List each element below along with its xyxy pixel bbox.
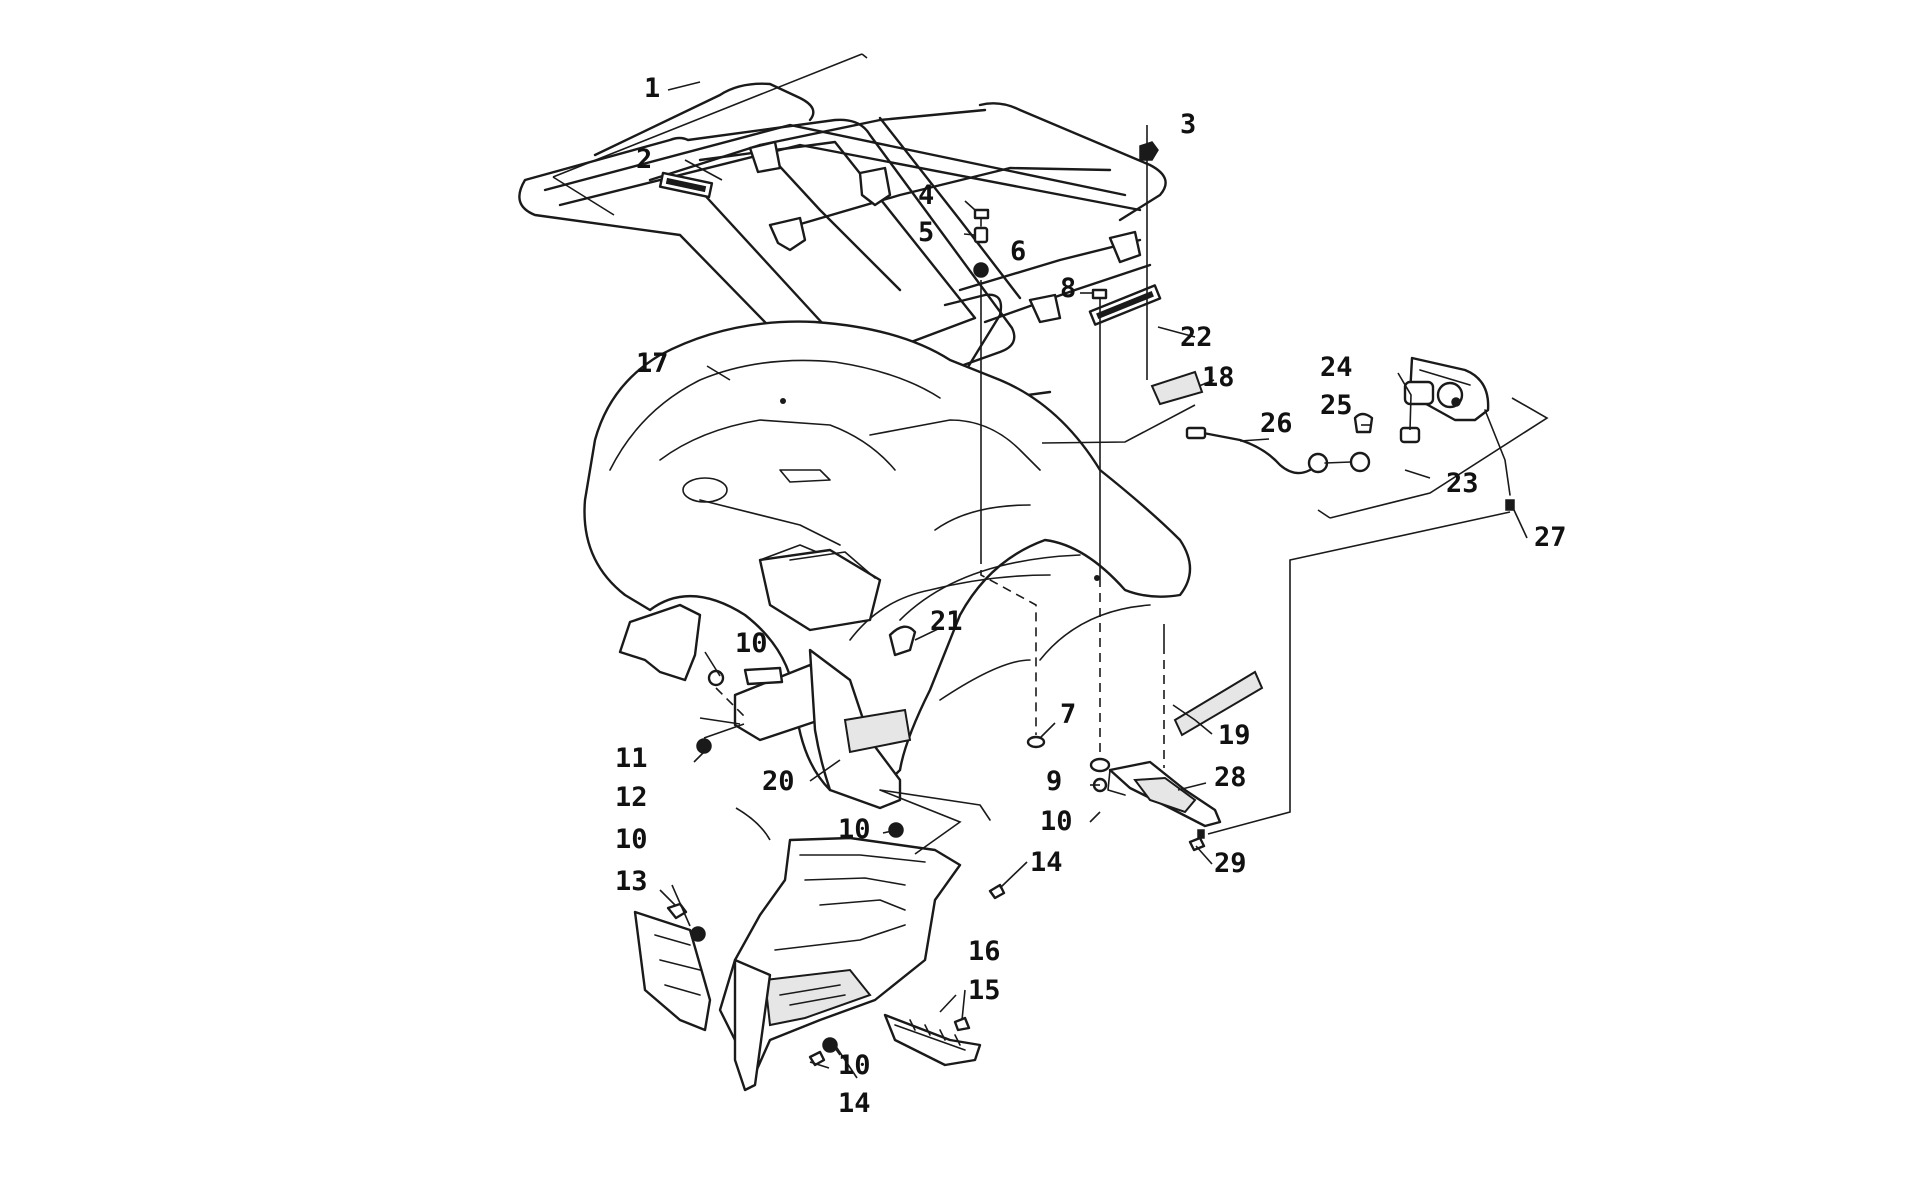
callout-15: 15	[968, 975, 1001, 1006]
callout-10d: 10	[615, 824, 648, 855]
hardware	[666, 141, 1206, 1067]
callout-14a: 14	[1030, 847, 1063, 878]
callout-20: 20	[762, 766, 795, 797]
callout-1: 1	[644, 73, 660, 104]
callout-10b: 10	[1040, 806, 1073, 837]
rear-fender	[583, 320, 1192, 821]
callout-14b: 14	[838, 1088, 871, 1119]
callout-22: 22	[1180, 322, 1213, 353]
callout-10c: 10	[838, 814, 871, 845]
callout-23: 23	[1446, 468, 1479, 499]
callout-11: 11	[615, 743, 648, 774]
decal-18	[1150, 370, 1204, 406]
callout-labels: 1 2 3 4 5 6 7 8 9 10 10 10 10 10 11 12 1…	[615, 73, 1567, 1119]
step-plate	[883, 1013, 982, 1067]
callout-5: 5	[918, 217, 934, 248]
reflector-bracket	[1107, 760, 1222, 839]
callout-8: 8	[1060, 273, 1076, 304]
callout-10a: 10	[735, 628, 768, 659]
callout-24: 24	[1320, 352, 1353, 383]
callout-25: 25	[1320, 390, 1353, 421]
tail-light-assembly	[1185, 356, 1515, 511]
callout-26: 26	[1260, 408, 1293, 439]
callout-6: 6	[1010, 236, 1026, 267]
callout-18: 18	[1202, 362, 1235, 393]
callout-2: 2	[636, 144, 652, 175]
callout-4: 4	[918, 180, 934, 211]
callout-12: 12	[615, 782, 648, 813]
callout-29: 29	[1214, 848, 1247, 879]
callout-28: 28	[1214, 762, 1247, 793]
callout-27: 27	[1534, 522, 1567, 553]
callout-21: 21	[930, 606, 963, 637]
callout-3: 3	[1180, 109, 1196, 140]
footwell-left	[633, 836, 962, 1092]
callout-16: 16	[968, 936, 1001, 967]
callout-17: 17	[636, 348, 669, 379]
callout-7: 7	[1060, 699, 1076, 730]
callout-10e: 10	[838, 1050, 871, 1081]
leader-lines	[552, 53, 1549, 1079]
decal-19	[1173, 670, 1264, 737]
callout-13: 13	[615, 866, 648, 897]
callout-19: 19	[1218, 720, 1251, 751]
rear-rack	[518, 82, 1167, 406]
callout-9: 9	[1046, 766, 1062, 797]
